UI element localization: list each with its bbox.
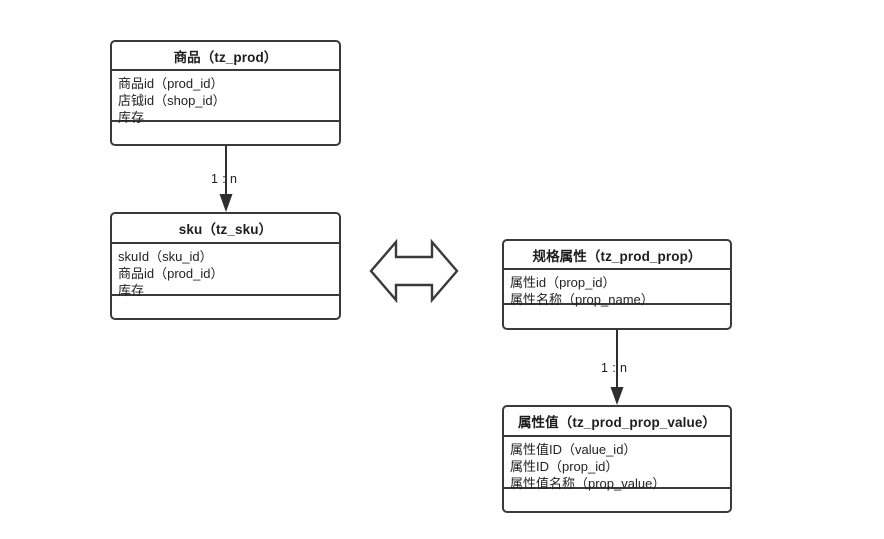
- relationship-arrow-prop-to-prop-value[interactable]: [597, 328, 639, 407]
- double-headed-arrow-icon: [369, 238, 459, 304]
- attribute-row: 属性名称（prop_name）: [510, 292, 654, 307]
- entity-title-tz-prod-prop-value: 属性值（tz_prod_prop_value）: [504, 407, 730, 437]
- attribute-row: 属性ID（prop_id）: [510, 459, 619, 474]
- entity-title-tz-sku: sku（tz_sku）: [112, 214, 339, 244]
- relationship-label-prod-to-sku: 1 : n: [211, 172, 238, 186]
- entity-title-tz-prod-prop: 规格属性（tz_prod_prop）: [504, 241, 730, 270]
- relationship-label-prop-to-prop-value: 1 : n: [601, 361, 628, 375]
- entity-attributes-tz-prod-prop: 属性id（prop_id） 属性名称（prop_name）: [504, 270, 730, 307]
- entity-footer-tz-sku: [112, 296, 339, 318]
- attribute-row: 商品id（prod_id）: [118, 266, 224, 281]
- entity-tz-prod-prop[interactable]: 规格属性（tz_prod_prop） 属性id（prop_id） 属性名称（pr…: [502, 239, 732, 330]
- attribute-row: 属性值ID（value_id）: [510, 442, 637, 457]
- entity-footer-tz-prod-prop: [504, 305, 730, 328]
- attribute-row: 商品id（prod_id）: [118, 76, 224, 91]
- entity-attributes-tz-prod-prop-value: 属性值ID（value_id） 属性ID（prop_id） 属性值名称（prop…: [504, 437, 730, 491]
- attribute-row: 属性id（prop_id）: [510, 275, 616, 290]
- attribute-row: 属性值名称（prop_value）: [510, 476, 666, 491]
- attribute-row: 库存: [118, 283, 145, 298]
- attribute-row: 库存: [118, 110, 145, 125]
- entity-footer-tz-prod: [112, 122, 339, 144]
- entity-attributes-tz-prod: 商品id（prod_id） 店钺id（shop_id） 库存: [112, 71, 339, 125]
- relationship-arrow-prod-to-sku[interactable]: [206, 144, 248, 214]
- entity-title-tz-prod: 商品（tz_prod）: [112, 42, 339, 71]
- entity-footer-tz-prod-prop-value: [504, 489, 730, 511]
- attribute-row: skuId（sku_id）: [118, 249, 213, 264]
- entity-tz-sku[interactable]: sku（tz_sku） skuId（sku_id） 商品id（prod_id） …: [110, 212, 341, 320]
- entity-tz-prod-prop-value[interactable]: 属性值（tz_prod_prop_value） 属性值ID（value_id） …: [502, 405, 732, 513]
- attribute-row: 店钺id（shop_id）: [118, 93, 226, 108]
- entity-attributes-tz-sku: skuId（sku_id） 商品id（prod_id） 库存: [112, 244, 339, 298]
- entity-tz-prod[interactable]: 商品（tz_prod） 商品id（prod_id） 店钺id（shop_id） …: [110, 40, 341, 146]
